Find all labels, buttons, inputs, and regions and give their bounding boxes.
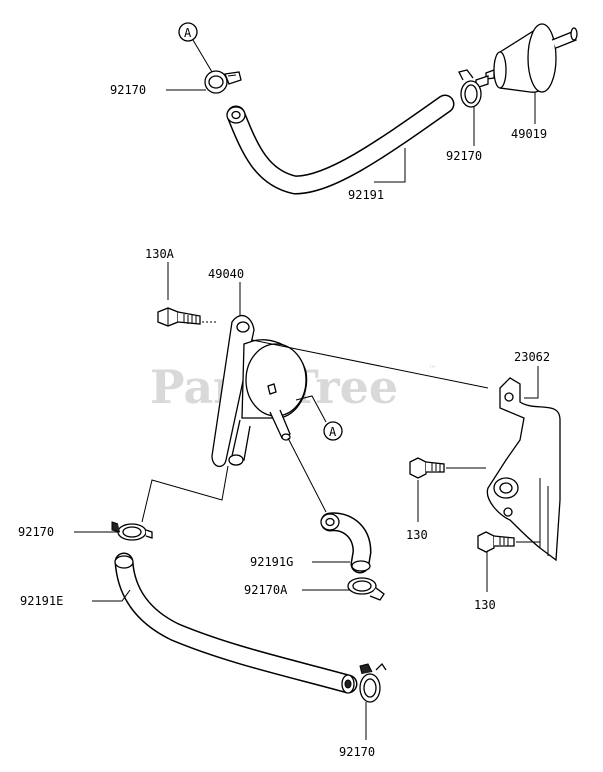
- label-92191e: 92191E: [20, 594, 63, 608]
- hose-clamp-92170a[interactable]: [347, 577, 385, 601]
- callout-a-mid-text: A: [329, 425, 337, 439]
- leader-pump-to-clamp: [141, 465, 229, 523]
- callout-a-mid: [323, 421, 343, 441]
- fuel-filter[interactable]: [475, 23, 578, 93]
- label-92170-bottom: 92170: [339, 745, 375, 759]
- label-92191-top: 92191: [348, 188, 384, 202]
- fuel-pump[interactable]: [211, 314, 308, 467]
- leader-pump-to-bracket: [251, 339, 489, 389]
- leader-hose-top: [374, 148, 406, 183]
- fuel-hose-g[interactable]: [320, 512, 372, 574]
- hose-clamp-bottom[interactable]: [359, 662, 387, 703]
- hose-clamp-top-left[interactable]: [204, 70, 242, 94]
- bracket[interactable]: [486, 377, 561, 562]
- leader-a-mid: [295, 395, 327, 423]
- label-92170-top-left: 92170: [110, 83, 146, 97]
- callout-a-top-text: A: [184, 26, 192, 40]
- label-130a: 130A: [145, 247, 175, 261]
- callout-a-top: [178, 22, 198, 42]
- label-49040: 49040: [208, 267, 244, 281]
- label-92170a: 92170A: [244, 583, 288, 597]
- label-23062: 23062: [514, 350, 550, 364]
- fuel-hose-e[interactable]: [114, 552, 358, 694]
- hose-clamp-mid-left[interactable]: [111, 521, 153, 541]
- leader-92191e: [92, 589, 131, 602]
- bolt-130a[interactable]: [157, 307, 201, 327]
- leader-a-top: [192, 39, 213, 73]
- fuel-hose-top[interactable]: [226, 94, 455, 195]
- label-130-lower: 130: [474, 598, 496, 612]
- label-130-upper: 130: [406, 528, 428, 542]
- leader-23062: [524, 366, 539, 399]
- label-49019: 49019: [511, 127, 547, 141]
- label-92191g: 92191G: [250, 555, 293, 569]
- leader-pump-to-hose-g: [287, 437, 327, 513]
- bolt-130-upper[interactable]: [409, 457, 445, 479]
- watermark-tm: ™: [428, 365, 437, 375]
- hose-clamp-top-right[interactable]: [458, 69, 482, 108]
- label-92170-mid-left: 92170: [18, 525, 54, 539]
- label-92170-top-right: 92170: [446, 149, 482, 163]
- bolt-130-lower[interactable]: [477, 531, 515, 553]
